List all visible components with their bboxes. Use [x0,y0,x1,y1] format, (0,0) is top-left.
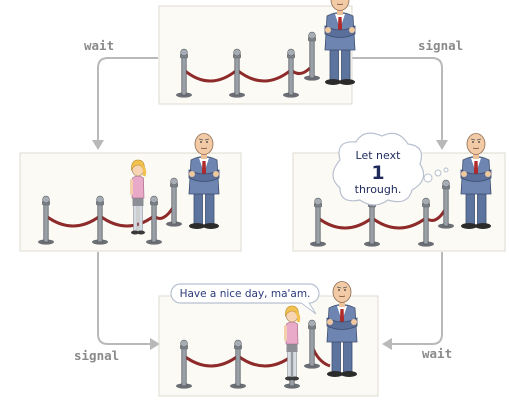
edge-label-wait-top: wait [84,38,114,53]
edge-label-signal-bottom: signal [74,348,119,363]
velvet-rope [183,66,312,83]
panel-bottom: Have a nice day, ma'am. [158,281,379,397]
arrow-bottom-right [382,252,443,350]
velvet-rope [317,207,448,230]
thought-number: 1 [371,162,384,184]
speech-text: Have a nice day, ma'am. [180,288,311,300]
arrow-top-right [352,57,448,150]
panel-top [158,0,356,105]
thought-bubble: Let next 1 through. [332,132,449,206]
thought-line1: Let next [356,149,402,162]
arrow-top-left [92,57,158,150]
arrow-bottom-left [97,252,160,350]
thought-line3: through. [355,183,402,196]
panel-right: Let next 1 through. [292,132,506,252]
speech-bubble: Have a nice day, ma'am. [170,283,320,315]
edge-label-signal-top: signal [418,38,463,53]
velvet-rope [45,205,176,228]
edge-label-wait-bottom: wait [422,346,452,361]
panel-left [19,133,242,252]
